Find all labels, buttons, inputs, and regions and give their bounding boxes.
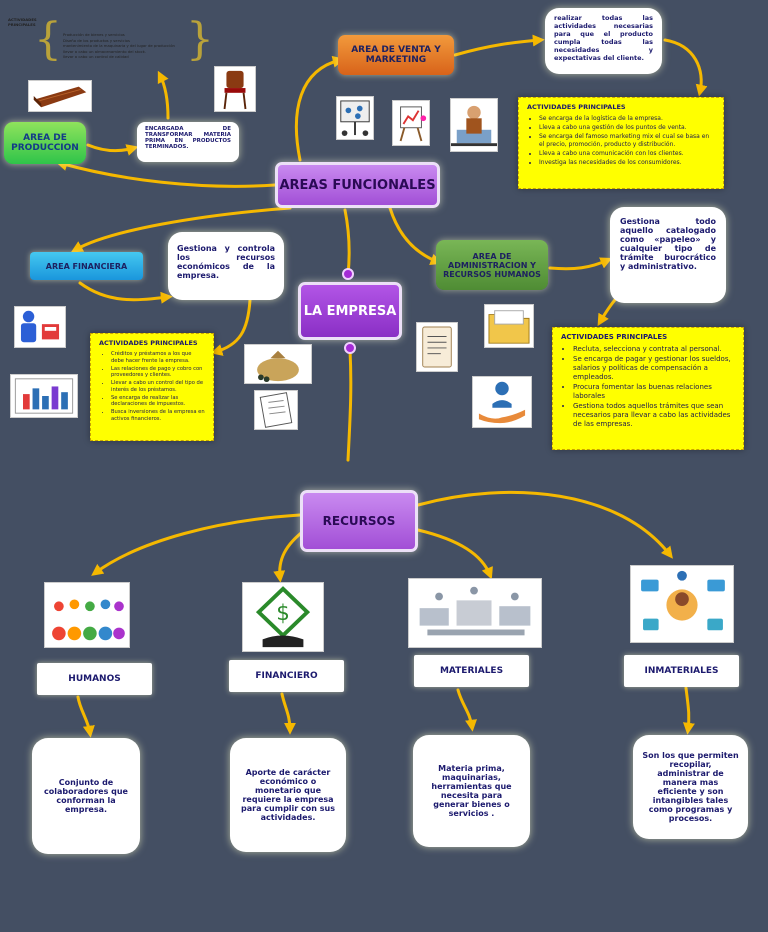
recurso-inmateriales-label[interactable]: INMATERIALES [624, 655, 739, 687]
connector-areas-empresa [343, 208, 351, 277]
notepad-icon [416, 322, 458, 372]
connector-recursos-materiales [416, 528, 493, 580]
recurso-humanos-desc: Conjunto de colaboradores que conforman … [32, 738, 140, 854]
list-item: mantenimiento de la maquinaria y del lug… [63, 43, 175, 48]
dollar-hand-icon: $ [242, 582, 324, 652]
produccion-activities-note: ACTIVIDADES PRINCIPALES Producción de bi… [8, 17, 208, 78]
list-item: Busca inversiones de la empresa en activ… [111, 409, 205, 422]
cashier-icon [14, 306, 66, 348]
area-produccion-node[interactable]: AREA DE PRODUCCION [4, 122, 86, 164]
administracion-desc: Gestiona todo aquello catalogado como «p… [610, 207, 726, 303]
produccion-activities-list: Producción de bienes y servicios Diseño … [63, 32, 175, 60]
connector-dot [342, 268, 354, 280]
connector-areas-produccion [55, 159, 277, 188]
administracion-activities-note: ACTIVIDADES PRINCIPALES Recluta, selecci… [552, 327, 744, 450]
recurso-materiales-label[interactable]: MATERIALES [414, 655, 529, 687]
list-item: Diseño de los productos y servicios [63, 37, 130, 43]
chair-icon [214, 66, 256, 112]
connector-venta-activities [663, 38, 708, 97]
financiera-activities-title: ACTIVIDADES PRINCIPALES [99, 339, 198, 347]
document-icon [254, 390, 298, 430]
svg-text:$: $ [276, 601, 290, 626]
connector-admin-desc [548, 257, 613, 271]
list-item: Créditos y préstamos a los que debe hace… [111, 351, 205, 364]
connector-recursos-humanos [91, 513, 302, 576]
la-empresa-node[interactable]: LA EMPRESA [298, 282, 402, 340]
venta-activities-note: ACTIVIDADES PRINCIPALES Se encarga de la… [518, 97, 724, 189]
connector-areas-admin [388, 206, 443, 265]
list-item: Se encarga del famoso marketing mix el c… [539, 133, 715, 148]
produccion-activities-title: ACTIVIDADES PRINCIPALES [8, 17, 37, 27]
list-item: Investiga las necesidades de los consumi… [539, 159, 715, 167]
recurso-financiero-desc: Aporte de carácter económico o monetario… [230, 738, 346, 852]
list-item: Lleva a cabo una comunicación con los cl… [539, 150, 715, 158]
connector-financiero-desc [280, 692, 296, 735]
team-gears-icon [44, 582, 130, 648]
produccion-desc: ENCARGADA DE TRANSFORMAR MATERIA PRIMA E… [137, 122, 239, 162]
recurso-materiales-desc: Materia prima, maquinarias, herramientas… [413, 735, 530, 847]
administracion-activities-title: ACTIVIDADES PRINCIPALES [561, 333, 668, 341]
venta-desc: realizar todas las actividades necesaria… [545, 8, 662, 74]
connector-recursos-inmateriales [416, 490, 673, 559]
area-venta-marketing-node[interactable]: AREA DE VENTA Y MARKETING [338, 35, 454, 75]
list-item: Producción de bienes y servicios [63, 32, 125, 37]
presentation-board-icon [336, 96, 374, 140]
recursos-node[interactable]: RECURSOS [300, 490, 418, 552]
list-item: Se encarga de pagar y gestionar los suel… [573, 355, 735, 381]
connector-empresa-recursos [346, 348, 353, 462]
list-item: Procura fomentar las buenas relaciones l… [573, 383, 735, 401]
connector-dot [344, 342, 356, 354]
connector-produccion-desc [86, 143, 139, 156]
list-item: Recluta, selecciona y contrata al person… [573, 345, 735, 354]
areas-funcionales-node[interactable]: AREAS FUNCIONALES [275, 162, 440, 208]
list-item: Se encarga de la logística de la empresa… [539, 115, 715, 123]
venta-activities-title: ACTIVIDADES PRINCIPALES [527, 103, 626, 111]
administracion-activities-list: Recluta, selecciona y contrata al person… [561, 345, 735, 428]
connector-venta-desc [453, 34, 545, 57]
salesperson-icon [450, 98, 498, 152]
recurso-inmateriales-desc: Son los que permiten recopilar, administ… [633, 735, 748, 839]
connector-areas-venta [294, 55, 345, 162]
money-bag-icon [244, 344, 312, 384]
area-financiera-node[interactable]: AREA FINANCIERA [30, 252, 143, 280]
connector-financiera-desc [78, 281, 173, 304]
list-item: Se encarga de realizar las declaraciones… [111, 395, 205, 408]
folder-icon [484, 304, 534, 348]
connector-materiales-desc [456, 688, 477, 732]
recurso-financiero-label[interactable]: FINANCIERO [229, 660, 344, 692]
factory-icon [408, 578, 542, 648]
hand-person-icon [472, 376, 532, 428]
right-brace-icon: } [186, 14, 214, 65]
bar-chart-icon [10, 374, 78, 418]
recurso-humanos-label[interactable]: HUMANOS [37, 663, 152, 695]
wood-plank-icon [28, 80, 92, 112]
list-item: Lleva a cabo una gestión de los puntos d… [539, 124, 715, 132]
list-item: Las relaciones de pago y cobro con prove… [111, 366, 205, 379]
list-item: Llevar a cabo un control del tipo de int… [111, 380, 205, 393]
connector-humanos-desc [76, 695, 95, 738]
list-item: llevar a cabo un almacenamiento del stoc… [63, 48, 147, 54]
financiera-activities-list: Créditos y préstamos a los que debe hace… [99, 351, 205, 422]
list-item: llevar a cabo un control de calidad [63, 54, 129, 59]
technology-icon [630, 565, 734, 643]
list-item: Gestiona todos aquellos trámites que sea… [573, 402, 735, 428]
connector-financiera-activities [210, 298, 252, 356]
area-administracion-node[interactable]: AREA DE ADMINISTRACION Y RECURSOS HUMANO… [436, 240, 548, 290]
connector-desc-note [157, 70, 170, 120]
financiera-desc: Gestiona y controla los recursos económi… [168, 232, 284, 300]
connector-areas-financiera [70, 206, 292, 253]
flipchart-icon [392, 100, 430, 146]
connector-inmateriales-desc [683, 686, 695, 735]
venta-activities-list: Se encarga de la logística de la empresa… [527, 115, 715, 166]
left-brace-icon: { [34, 14, 62, 65]
financiera-activities-note: ACTIVIDADES PRINCIPALES Créditos y prést… [90, 333, 214, 441]
